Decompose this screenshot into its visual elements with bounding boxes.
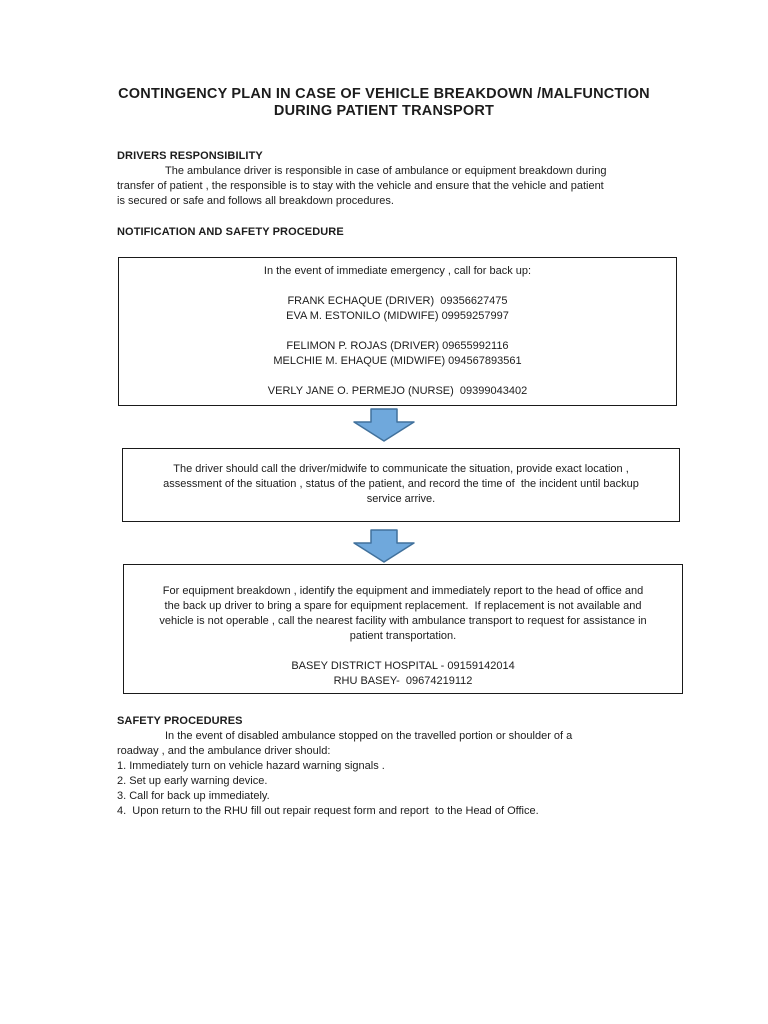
heading-notification-procedure: NOTIFICATION AND SAFETY PROCEDURE	[117, 226, 344, 238]
text-line: RHU BASEY- 09674219112	[333, 675, 473, 687]
text-line: service arrive.	[366, 493, 436, 505]
text-line: 3. Call for back up immediately.	[117, 790, 270, 802]
flowchart-box-equipment-breakdown: For equipment breakdown , identify the e…	[123, 564, 683, 694]
text-line: assessment of the situation , status of …	[163, 478, 639, 490]
down-arrow-icon	[353, 529, 415, 563]
text-line: In the event of immediate emergency , ca…	[263, 265, 532, 277]
text-line: The ambulance driver is responsible in c…	[165, 165, 607, 177]
text-line: FRANK ECHAQUE (DRIVER) 09356627475	[287, 295, 508, 307]
text-line	[119, 279, 676, 294]
text-line: is secured or safe and follows all break…	[117, 195, 394, 207]
text-line: BASEY DISTRICT HOSPITAL - 09159142014	[291, 660, 515, 672]
text-line: MELCHIE M. EHAQUE (MIDWIFE) 094567893561	[273, 355, 522, 367]
text-line: the back up driver to bring a spare for …	[164, 600, 642, 612]
text-line: patient transportation.	[349, 630, 457, 642]
text-line: roadway , and the ambulance driver shoul…	[117, 745, 331, 757]
document-title-line1: CONTINGENCY PLAN IN CASE OF VEHICLE BREA…	[118, 86, 650, 102]
list-safety-steps: 1. Immediately turn on vehicle hazard wa…	[117, 759, 677, 819]
heading-safety-procedures: SAFETY PROCEDURES	[117, 715, 243, 727]
text-line	[124, 644, 682, 659]
text-line: 2. Set up early warning device.	[117, 775, 268, 787]
text-line: FELIMON P. ROJAS (DRIVER) 09655992116	[286, 340, 509, 352]
paragraph-drivers-responsibility: The ambulance driver is responsible in c…	[117, 164, 657, 209]
text-line: VERLY JANE O. PERMEJO (NURSE) 0939904340…	[267, 385, 528, 397]
text-line: In the event of disabled ambulance stopp…	[165, 730, 573, 742]
flowchart-box-communication: The driver should call the driver/midwif…	[122, 448, 680, 522]
text-line: The driver should call the driver/midwif…	[173, 463, 629, 475]
text-line: For equipment breakdown , identify the e…	[162, 585, 644, 597]
text-line: 4. Upon return to the RHU fill out repai…	[117, 805, 539, 817]
down-arrow-icon	[353, 408, 415, 442]
flowchart-box-backup-contacts: In the event of immediate emergency , ca…	[118, 257, 677, 406]
paragraph-safety-intro: In the event of disabled ambulance stopp…	[117, 729, 657, 759]
text-line: EVA M. ESTONILO (MIDWIFE) 09959257997	[286, 310, 509, 322]
text-line: 1. Immediately turn on vehicle hazard wa…	[117, 760, 385, 772]
heading-drivers-responsibility: DRIVERS RESPONSIBILITY	[117, 150, 263, 162]
document-title: CONTINGENCY PLAN IN CASE OF VEHICLE BREA…	[0, 86, 768, 120]
text-line: vehicle is not operable , call the neare…	[159, 615, 647, 627]
text-line: transfer of patient , the responsible is…	[117, 180, 604, 192]
document-title-line2: DURING PATIENT TRANSPORT	[273, 103, 495, 119]
text-line	[119, 369, 676, 384]
text-line	[119, 324, 676, 339]
